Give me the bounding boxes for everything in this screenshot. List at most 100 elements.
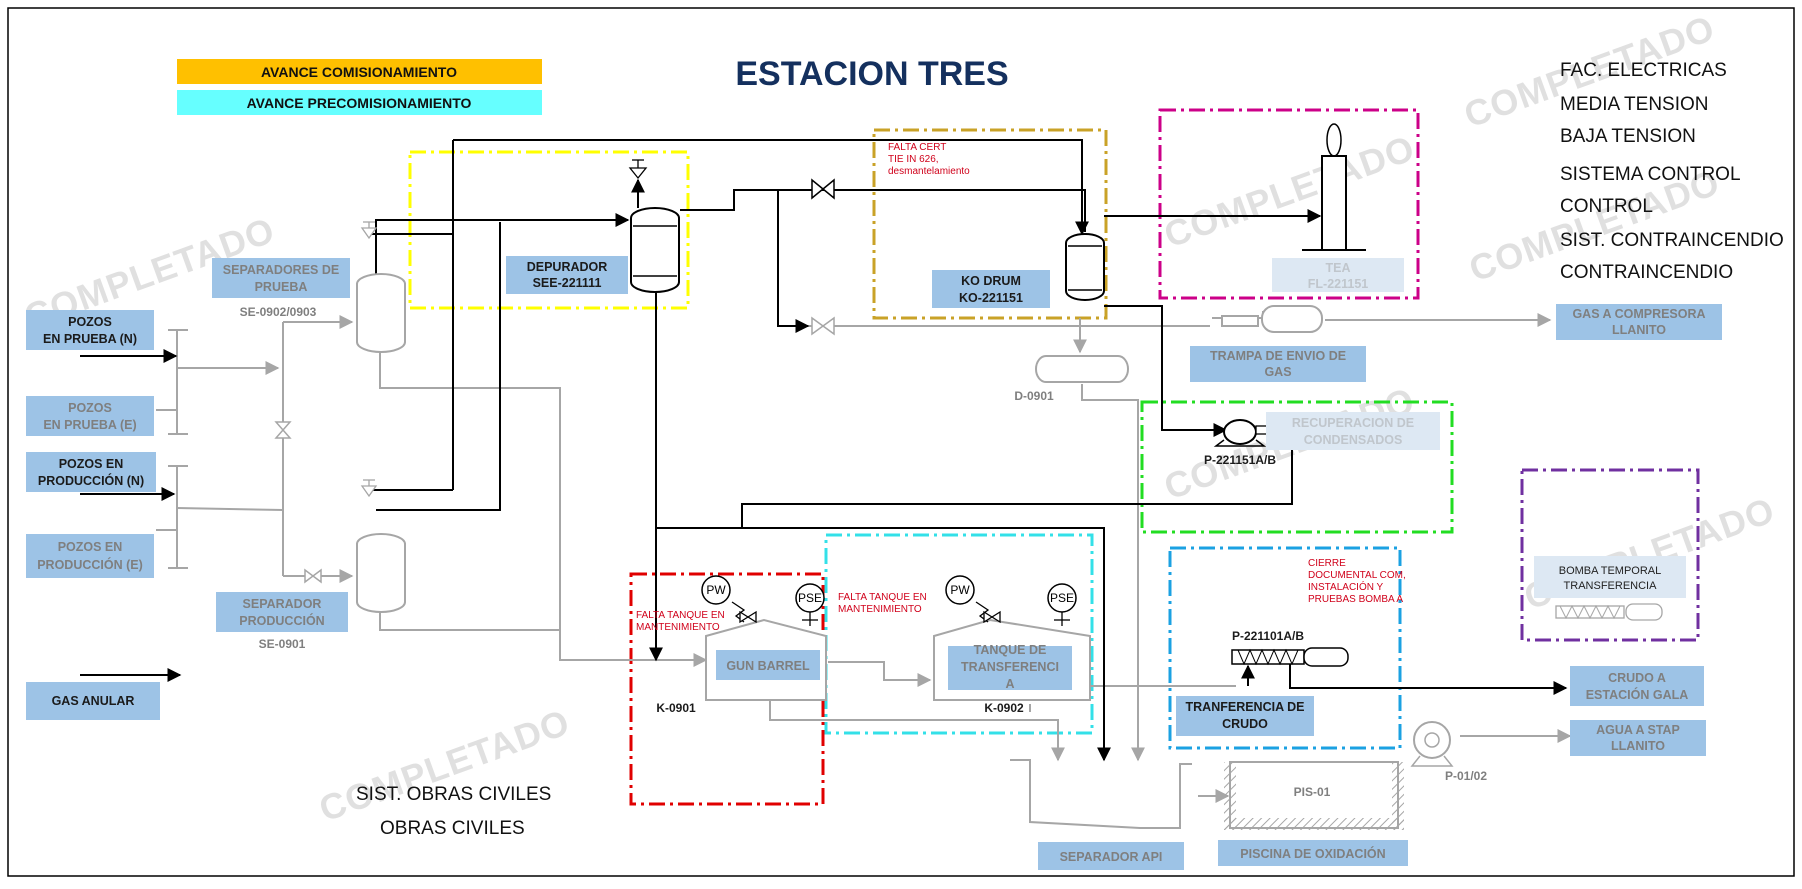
recuperacion-box	[1266, 412, 1440, 450]
zone-transferencia-crudo	[1168, 546, 1402, 750]
note-falta-tanque-1a: FALTA TANQUE EN	[636, 610, 725, 621]
zones	[408, 108, 1700, 806]
tea-box	[1272, 258, 1404, 292]
depurador-vessel	[630, 207, 680, 293]
watermark-6: COMPLETADO	[1519, 489, 1780, 618]
systems-list: FAC. ELECTRICAS MEDIA TENSION BAJA TENSI…	[356, 60, 1784, 839]
d-0901-tag: D-0901	[1014, 389, 1054, 403]
system-obras-civiles: OBRAS CIVILES	[380, 818, 525, 839]
note-falta-tanque-2b: MANTENIMIENTO	[838, 604, 922, 615]
pozos-prueba-n-box	[26, 310, 154, 350]
agua-stap-line2: LLANITO	[1611, 739, 1665, 753]
bomba-temporal-line2: TRANSFERENCIA	[1564, 580, 1658, 592]
tanque-transf-line3: A	[1005, 677, 1014, 691]
pw-instrument-2	[945, 575, 975, 605]
pozos-prueba-e-box	[26, 396, 154, 436]
gas-anular-box	[26, 682, 160, 720]
pozos-produccion-e-line2: PRODUCCIÓN (E)	[37, 557, 143, 572]
vessels	[356, 123, 1366, 613]
crudo-gala-line1: CRUDO A	[1608, 671, 1666, 685]
tea-line2: FL-221151	[1308, 277, 1369, 291]
pozos-prueba-n-line2: EN PRUEBA (N)	[43, 332, 137, 346]
legend-precommissioning-label: AVANCE PRECOMISIONAMIENTO	[247, 95, 472, 111]
note-cierre-2: DOCUMENTAL COM,	[1308, 570, 1406, 581]
svg-text:PSE: PSE	[798, 591, 822, 605]
pump-bomba-temporal	[1555, 603, 1663, 621]
d-0901-vessel	[1035, 355, 1129, 383]
trampa-envio-gas	[1212, 305, 1323, 333]
note-falta-tanque-2a: FALTA TANQUE EN	[838, 592, 927, 603]
legend-commissioning-swatch	[177, 59, 542, 84]
sep-prueba-tag: SE-0902/0903	[240, 305, 317, 319]
tanque-transf-box	[948, 646, 1072, 690]
gun-barrel-box	[716, 650, 820, 680]
depurador-line2: SEE-221111	[533, 276, 602, 290]
tanque-transf-line2: TRANSFERENCI	[961, 660, 1059, 674]
p221151-tag: P-221151A/B	[1204, 453, 1276, 467]
pozos-produccion-n-line1: POZOS EN	[59, 457, 124, 471]
ko-drum-box	[932, 270, 1050, 308]
gas-compresora-box	[1556, 304, 1722, 340]
k0901-tag: K-0901	[656, 701, 696, 715]
diagram-title: ESTACION TRES	[735, 55, 1008, 93]
separator-prueba-vessel	[356, 273, 406, 353]
instruments: PW PSE PW PSE	[701, 575, 1077, 626]
pozos-prueba-e-line2: EN PRUEBA (E)	[43, 418, 136, 432]
pump-p221101	[1231, 647, 1349, 667]
svg-text:PW: PW	[706, 583, 726, 597]
k0902-tag: K-0902	[984, 701, 1024, 715]
zone-gun-barrel	[629, 572, 825, 806]
flare-tea	[1302, 123, 1366, 251]
piscina-label: PISCINA DE OXIDACIÓN	[1240, 846, 1385, 861]
sep-produccion-tag: SE-0901	[259, 637, 306, 651]
legend: AVANCE COMISIONAMIENTO AVANCE PRECOMISIO…	[177, 59, 542, 115]
p0102-tag: P-01/02	[1445, 769, 1487, 783]
note-falta-cert-3: desmantelamiento	[888, 166, 970, 177]
sep-produccion-line1: SEPARADOR	[243, 597, 322, 611]
zone-tea	[1158, 108, 1420, 300]
relief-valve-depurador	[628, 159, 648, 180]
pw-instrument-1	[701, 575, 731, 605]
note-falta-cert-1: FALTA CERT	[888, 142, 946, 153]
pozos-produccion-e-line1: POZOS EN	[58, 540, 123, 554]
pozos-produccion-n-box	[26, 452, 156, 492]
label-boxes: POZOS EN PRUEBA (N) POZOS EN PRUEBA (E) …	[26, 256, 1722, 870]
agua-stap-box	[1570, 720, 1706, 756]
ko-drum-vessel	[1065, 233, 1105, 301]
ko-drum-line1: KO DRUM	[961, 274, 1021, 288]
gas-anular-label: GAS ANULAR	[52, 694, 135, 708]
depurador-box	[506, 256, 628, 294]
pump-p0102	[1410, 721, 1454, 767]
pozos-prueba-n-line1: POZOS	[68, 315, 112, 329]
recuperacion-line1: RECUPERACION DE	[1292, 416, 1414, 430]
zone-ko-drum	[872, 128, 1108, 320]
bomba-temporal-line1: BOMBA TEMPORAL	[1559, 565, 1662, 577]
legend-commissioning-label: AVANCE COMISIONAMIENTO	[261, 64, 457, 80]
pis01-tag: PIS-01	[1294, 785, 1331, 799]
zone-recuperacion	[1140, 400, 1454, 534]
system-media-tension: MEDIA TENSION	[1560, 94, 1709, 115]
tea-line1: TEA	[1326, 261, 1351, 275]
gas-compresora-line2: LLANITO	[1612, 323, 1666, 337]
sep-prueba-line1: SEPARADORES DE	[223, 263, 339, 277]
trampa-line2: GAS	[1264, 365, 1291, 379]
sep-prueba-box	[212, 258, 350, 298]
pumps	[1213, 419, 1663, 767]
sep-prueba-line2: PRUEBA	[255, 280, 308, 294]
system-sistema-control: SISTEMA CONTROL	[1560, 164, 1741, 185]
depurador-line1: DEPURADOR	[527, 260, 608, 274]
transf-crudo-box	[1176, 696, 1314, 736]
sep-produccion-line2: PRODUCCIÓN	[239, 613, 324, 628]
svg-text:PW: PW	[950, 583, 970, 597]
note-cierre-3: INSTALACIÓN Y	[1308, 580, 1384, 593]
note-falta-cert-2: TIE IN 626,	[888, 154, 939, 165]
notes: FALTA CERT TIE IN 626, desmantelamiento …	[636, 142, 1406, 633]
system-contraincendio: CONTRAINCENDIO	[1560, 262, 1733, 283]
tanque-transf-line1: TANQUE DE	[974, 643, 1047, 657]
note-falta-tanque-1b: MANTENIMIENTO	[636, 622, 720, 633]
pozos-produccion-e-box	[26, 534, 154, 578]
sep-api-box	[1038, 842, 1184, 870]
gray-piping	[156, 313, 1572, 829]
